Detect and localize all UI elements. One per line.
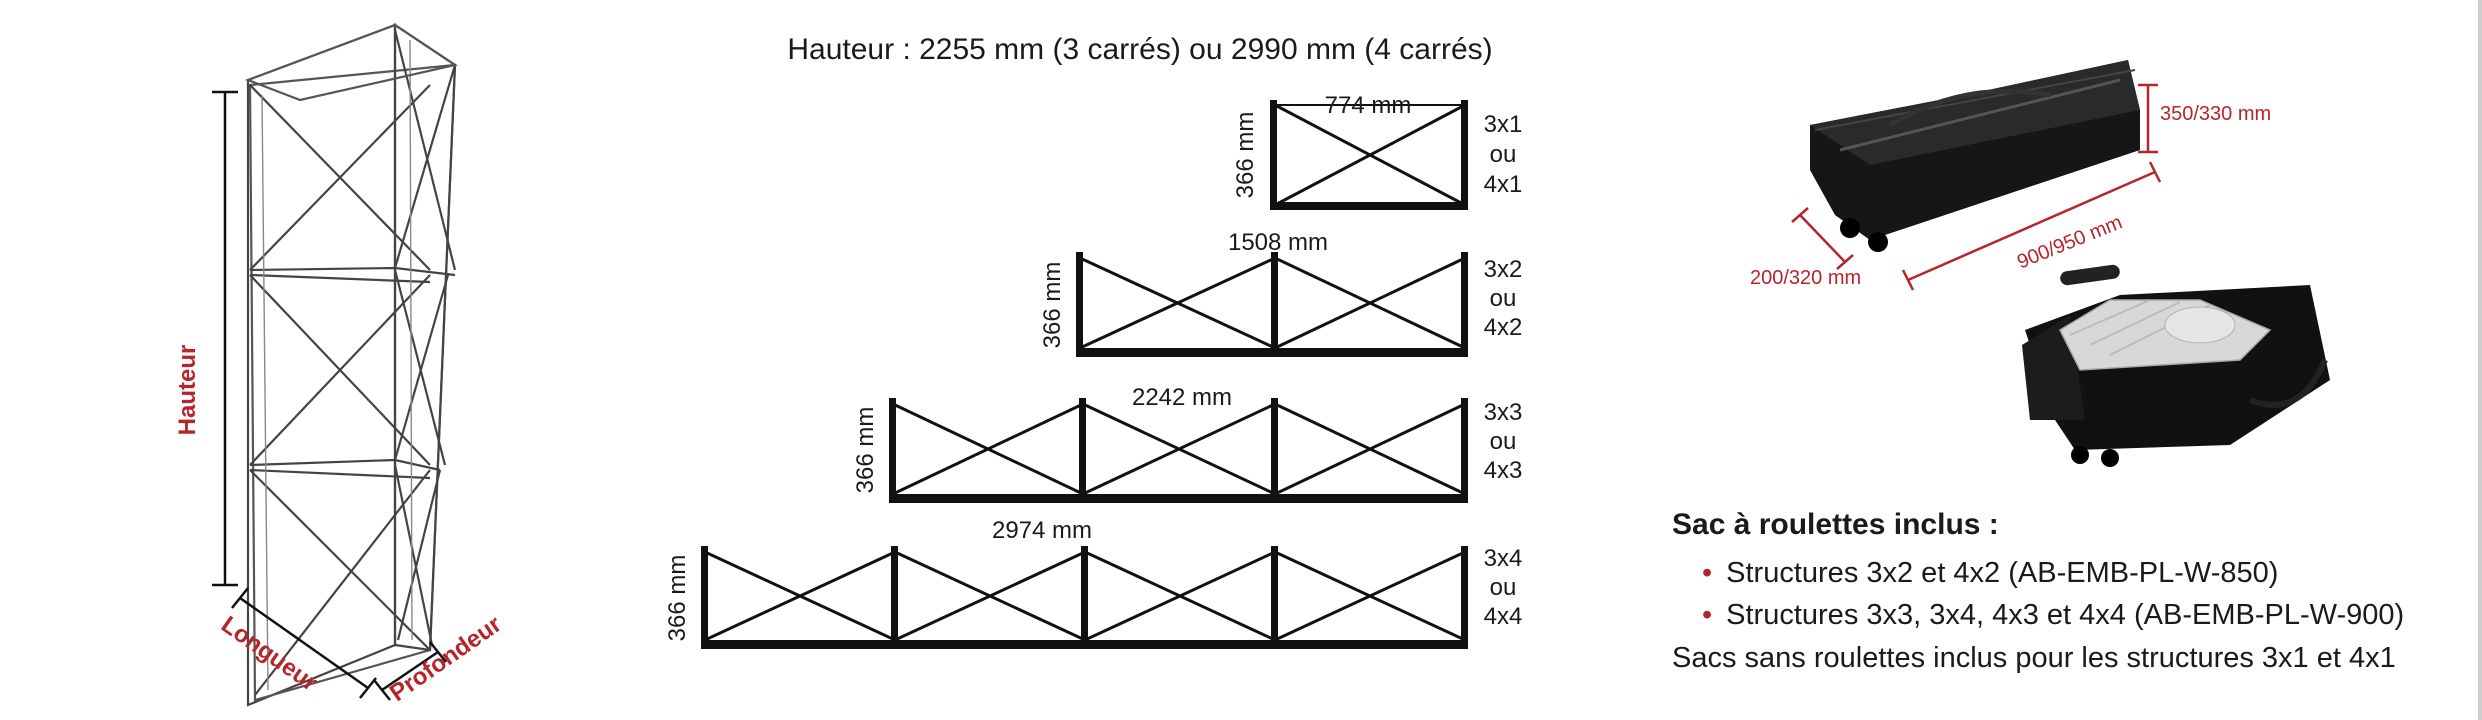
- frame-3x3-config-a: 3x3: [1484, 399, 1523, 426]
- frame-3x4: 2974 mm 366 mm 3x4 ou 4x4: [664, 517, 1522, 649]
- frame-3x3-width: 2242 mm: [1132, 384, 1232, 411]
- frame-3x4-width: 2974 mm: [992, 517, 1092, 544]
- frame-3x4-height: 366 mm: [664, 555, 691, 642]
- frame-3x1: 774 mm 366 mm 3x1 ou 4x1: [1232, 92, 1522, 210]
- truss-structure-illustration: [244, 22, 458, 707]
- frame-3x2: 1508 mm 366 mm 3x2 ou 4x2: [1039, 229, 1522, 357]
- list-item-text: Structures 3x2 et 4x2 (AB-EMB-PL-W-850): [1726, 557, 2279, 589]
- bag-wheel: [2071, 446, 2089, 464]
- bag-height-dimension-line: [2138, 83, 2158, 154]
- frame-3x2-config-b: 4x2: [1484, 314, 1523, 341]
- bag-wheel: [2101, 449, 2119, 467]
- height-label: Hauteur: [174, 345, 201, 436]
- bag-wheel: [1840, 218, 1860, 238]
- frame-3x1-config-or: ou: [1490, 141, 1517, 168]
- rolling-bag-closed-image: [1810, 60, 2140, 252]
- bullet-icon: •: [1702, 557, 1713, 589]
- frame-3x1-width: 774 mm: [1325, 92, 1412, 119]
- frame-3x1-config-b: 4x1: [1484, 171, 1523, 198]
- length-dimension-line: [231, 587, 377, 699]
- list-item: • Structures 3x3, 3x4, 4x3 et 4x4 (AB-EMB…: [1702, 594, 2472, 636]
- frame-3x3-config-b: 4x3: [1484, 457, 1523, 484]
- bag-info-note: Sacs sans roulettes inclus pour les stru…: [1672, 642, 2396, 674]
- frame-3x2-config-or: ou: [1490, 285, 1517, 312]
- frame-3x4-config-a: 3x4: [1484, 545, 1523, 572]
- bag-info-title: Sac à roulettes inclus :: [1672, 508, 1999, 541]
- frame-3x2-width: 1508 mm: [1228, 229, 1328, 256]
- list-item-text: Structures 3x3, 3x4, 4x3 et 4x4 (AB-EMB-…: [1726, 599, 2405, 631]
- frame-3x1-config-a: 3x1: [1484, 111, 1523, 138]
- frame-3x3-config-or: ou: [1490, 428, 1517, 455]
- page-edge-divider: [2478, 0, 2482, 720]
- frame-3x4-config-b: 4x4: [1484, 603, 1523, 630]
- frame-3x3: 2242 mm 366 mm 3x3 ou 4x3: [852, 384, 1522, 503]
- frame-3x3-height: 366 mm: [852, 407, 879, 494]
- height-heading: Hauteur : 2255 mm (3 carrés) ou 2990 mm …: [787, 33, 1492, 66]
- bullet-icon: •: [1702, 599, 1713, 631]
- bag-info-panel: Sac à roulettes inclus : • Structures 3x2…: [1672, 508, 2472, 675]
- depth-dimension-line: [373, 641, 447, 701]
- bag-depth-label: 200/320 mm: [1750, 267, 1861, 289]
- frame-3x4-config-or: ou: [1490, 574, 1517, 601]
- frame-3x2-height: 366 mm: [1039, 262, 1066, 349]
- height-dimension-line: [212, 90, 238, 587]
- length-label: Longueur: [216, 611, 322, 697]
- frame-3x1-height: 366 mm: [1232, 112, 1259, 199]
- bag-info-list: • Structures 3x2 et 4x2 (AB-EMB-PL-W-850)…: [1672, 552, 2472, 636]
- frame-3x2-config-a: 3x2: [1484, 256, 1523, 283]
- bag-height-label: 350/330 mm: [2160, 103, 2271, 125]
- depth-label: Profondeur: [385, 611, 506, 707]
- bag-length-label: 900/950 mm: [2014, 211, 2125, 273]
- rolling-bag-open-image: [2022, 264, 2330, 467]
- list-item: • Structures 3x2 et 4x2 (AB-EMB-PL-W-850): [1702, 552, 2472, 594]
- bag-depth-dimension-line: [1791, 207, 1854, 270]
- bag-length-dimension-line: [1901, 161, 2162, 291]
- bag-wheel: [1868, 232, 1888, 252]
